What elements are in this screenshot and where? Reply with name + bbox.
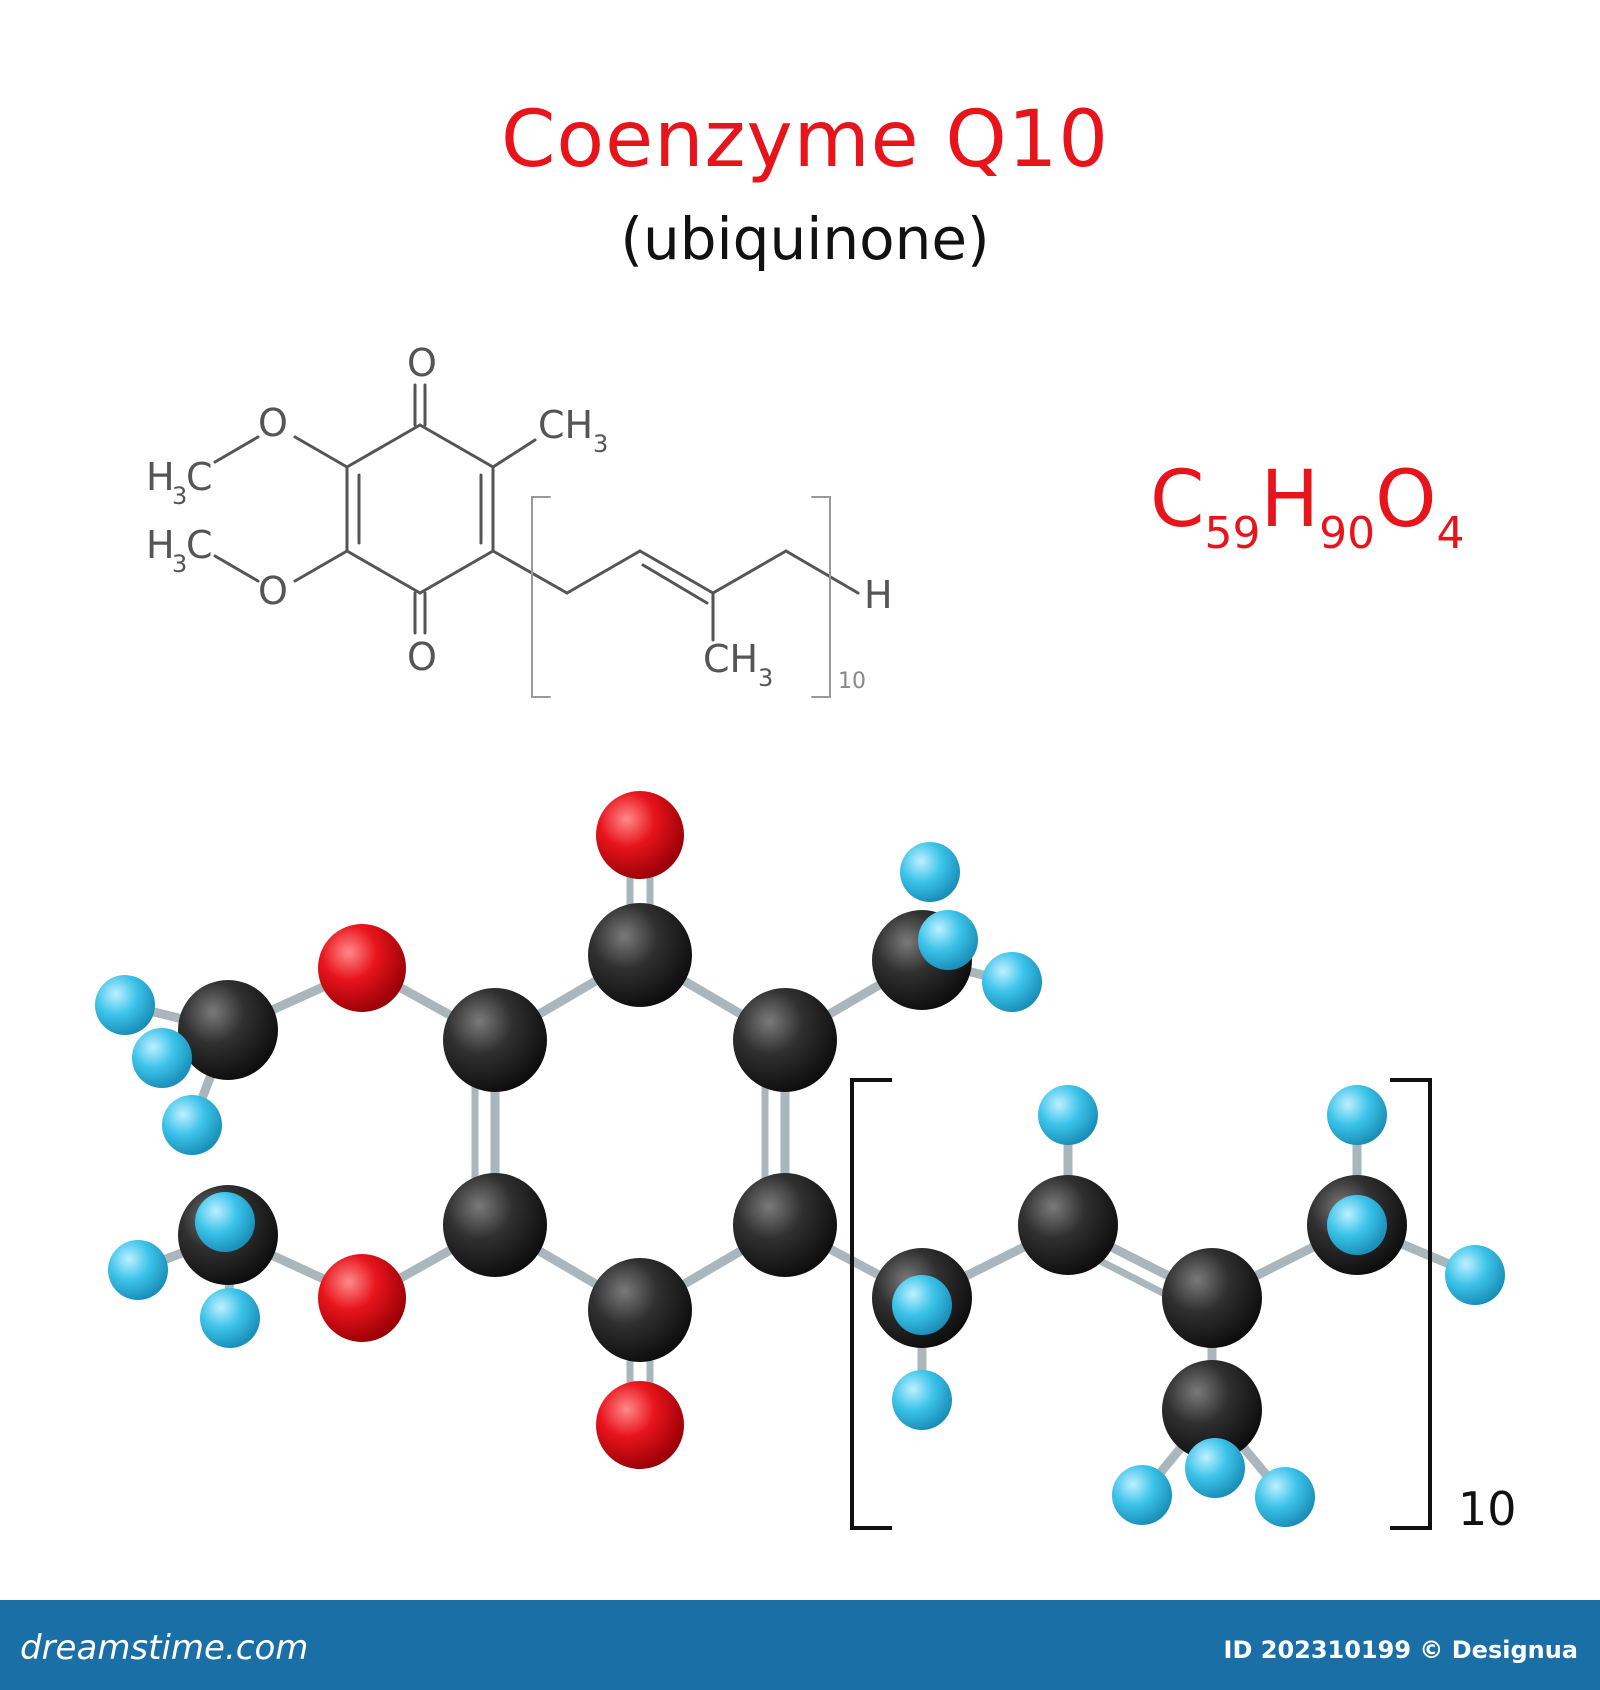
footer-bar: dreamstime.com ID 202310199 © Designua — [0, 1600, 1600, 1690]
carbon-atom — [588, 1258, 692, 1362]
hydrogen-atom — [1185, 1438, 1245, 1498]
hydrogen-atoms-back — [95, 842, 1387, 1300]
hydrogen-atom — [1327, 1195, 1387, 1255]
diagram-title: Coenzyme Q10 — [500, 95, 1110, 185]
footer-image-id: ID 202310199 © Designua — [1223, 1636, 1578, 1664]
hydrogen-atom — [982, 952, 1042, 1012]
hydrogen-atom — [892, 1275, 952, 1335]
label-methoxy-c-bottom: C — [186, 523, 213, 567]
carbon-atom — [1162, 1360, 1262, 1460]
label-repeat-count: 10 — [838, 669, 866, 694]
hydrogen-atom — [1255, 1467, 1315, 1527]
oxygen-atom-bottom — [596, 1381, 684, 1469]
oxygen-atoms — [318, 791, 684, 1469]
carbon-atom — [1162, 1248, 1262, 1348]
skeletal-structure — [213, 383, 860, 698]
label-oxygen-top: O — [407, 341, 437, 385]
formula-carbon: C — [1150, 455, 1205, 545]
label-methoxy-sub-bottom: 3 — [172, 550, 187, 578]
hydrogen-atom — [918, 910, 978, 970]
footer-brand[interactable]: dreamstime.com — [20, 1628, 309, 1668]
model-repeat-count: 10 — [1458, 1482, 1517, 1536]
label-methyl-chain-sub: 3 — [758, 664, 773, 692]
label-methoxy-h-bottom: H — [146, 523, 175, 567]
carbon-atom — [588, 903, 692, 1007]
carbon-atom — [733, 988, 837, 1092]
label-methyl-top-sub: 3 — [593, 430, 608, 458]
hydrogen-atom — [132, 1028, 192, 1088]
label-methoxy-sub-top: 3 — [172, 482, 187, 510]
carbon-atom — [733, 1173, 837, 1277]
oxygen-atom-top — [596, 791, 684, 879]
hydrogen-atom — [1327, 1085, 1387, 1145]
ball-stick-model: 10 — [95, 791, 1517, 1536]
label-oxygen-methoxy-bottom: O — [258, 569, 288, 613]
hydrogen-atom — [162, 1095, 222, 1155]
formula-carbon-count: 59 — [1204, 508, 1261, 559]
model-repeat-brackets — [850, 1078, 1432, 1530]
skeletal-labels: O O O O CH 3 CH 3 H 3 C H 3 C H 10 — [146, 341, 893, 694]
diagram-subtitle: (ubiquinone) — [620, 205, 990, 273]
hydrogen-atom — [108, 1240, 168, 1300]
hydrogen-atom — [195, 1192, 255, 1252]
hydrogen-atom — [200, 1288, 260, 1348]
label-methoxy-c-top: C — [186, 455, 213, 499]
label-terminal-h: H — [864, 573, 893, 617]
hydrogen-atom — [900, 842, 960, 902]
carbon-atom — [178, 980, 278, 1080]
carbon-atom — [443, 988, 547, 1092]
label-methyl-top: CH — [538, 403, 593, 447]
formula-oxygen: O — [1375, 455, 1437, 545]
hydrogen-atom — [1112, 1465, 1172, 1525]
molecule-artwork: O O O O CH 3 CH 3 H 3 C H 3 C H 10 — [95, 341, 1517, 1536]
carbon-atom — [1018, 1175, 1118, 1275]
formula-hydrogen: H — [1260, 455, 1320, 545]
carbon-atom — [443, 1173, 547, 1277]
formula-oxygen-count: 4 — [1436, 508, 1465, 559]
hydrogen-atom — [1038, 1085, 1098, 1145]
hydrogen-atom — [95, 975, 155, 1035]
label-methoxy-h-top: H — [146, 455, 175, 499]
label-oxygen-methoxy-top: O — [258, 401, 288, 445]
label-oxygen-bottom: O — [407, 635, 437, 679]
oxygen-atom-methoxy-bottom — [318, 1254, 406, 1342]
molecular-formula: C59H90O4 — [1150, 455, 1465, 559]
label-methyl-chain: CH — [703, 637, 758, 681]
hydrogen-atom — [1445, 1245, 1505, 1305]
oxygen-atom-methoxy-top — [318, 924, 406, 1012]
formula-hydrogen-count: 90 — [1319, 508, 1376, 559]
hydrogen-atoms-front — [132, 910, 1505, 1527]
hydrogen-atom — [892, 1370, 952, 1430]
